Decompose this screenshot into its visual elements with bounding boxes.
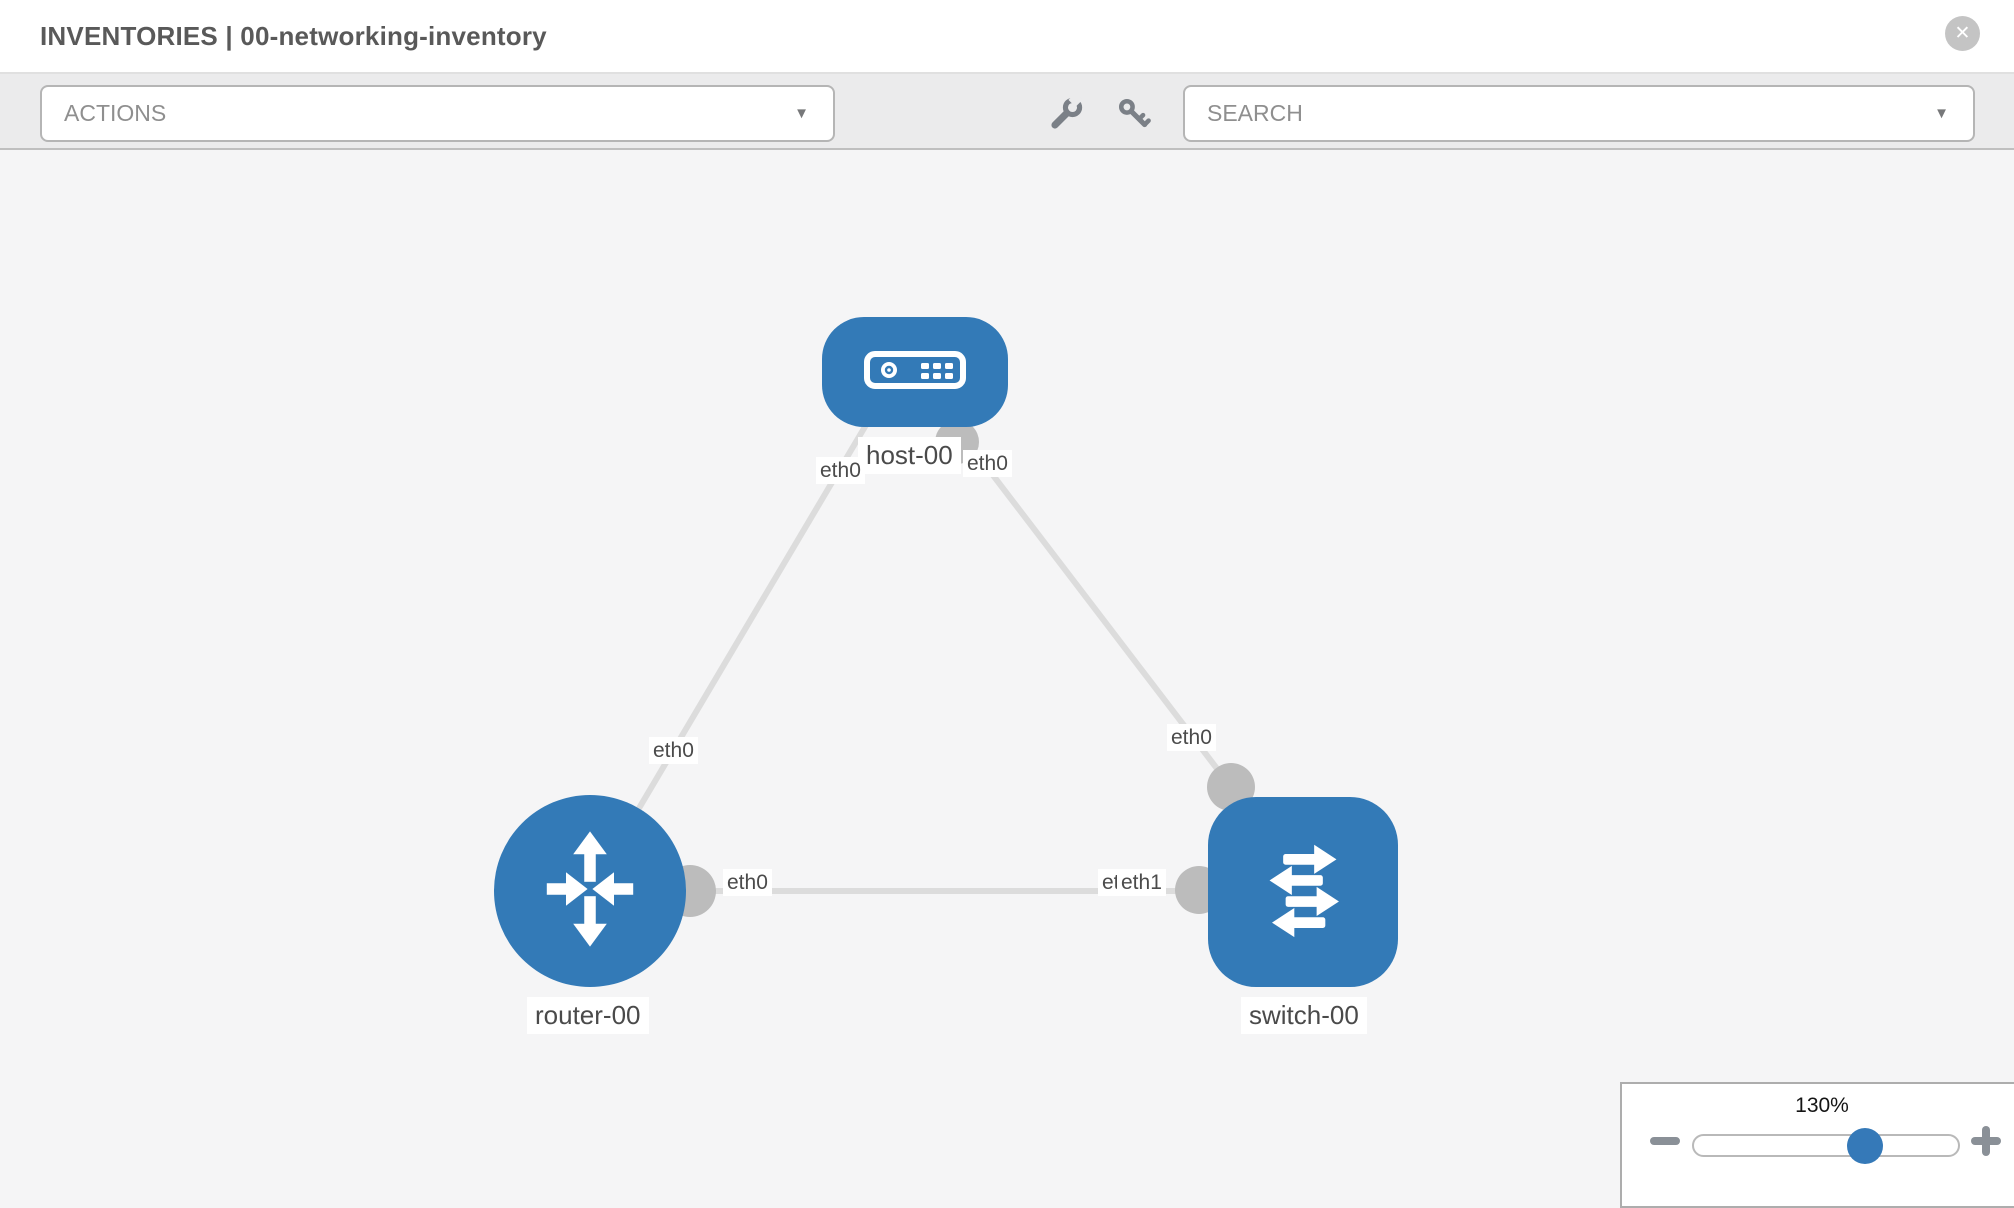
node-host-00[interactable] — [822, 317, 1008, 427]
host-icon — [859, 347, 971, 398]
breadcrumb-header: INVENTORIES | 00-networking-inventory ✕ — [0, 0, 2014, 74]
iface-label-switch-eth0-top: eth0 — [1167, 724, 1216, 751]
switch-icon — [1241, 828, 1365, 957]
zoom-in-plus-icon[interactable] — [1971, 1126, 2001, 1156]
node-label-router: router-00 — [527, 997, 649, 1034]
iface-label-host-eth0-right: eth0 — [963, 450, 1012, 477]
wrench-icon[interactable] — [1049, 92, 1083, 131]
iface-label-switch-eth1: eth1 — [1117, 869, 1166, 896]
zoom-out-minus-icon[interactable] — [1650, 1137, 1680, 1145]
zoom-slider-track[interactable] — [1692, 1134, 1960, 1157]
search-placeholder: SEARCH — [1207, 100, 1303, 126]
node-switch-00[interactable] — [1208, 797, 1398, 987]
key-icon[interactable] — [1117, 97, 1151, 131]
search-input[interactable]: SEARCH ▼ — [1183, 85, 1975, 142]
zoom-control-panel: 130% — [1620, 1082, 2014, 1208]
node-router-00[interactable] — [494, 795, 686, 987]
actions-dropdown-label: ACTIONS — [64, 100, 167, 126]
chevron-down-icon: ▼ — [1934, 105, 1949, 122]
zoom-slider-thumb[interactable] — [1847, 1128, 1883, 1164]
toolbar: ACTIONS ▼ SEARCH ▼ — [0, 74, 2014, 150]
page-title: INVENTORIES | 00-networking-inventory — [40, 21, 547, 51]
iface-label-router-eth0-link: eth0 — [723, 869, 772, 896]
node-label-host: host-00 — [858, 437, 961, 474]
router-icon — [530, 829, 650, 954]
close-icon[interactable]: ✕ — [1945, 16, 1980, 51]
actions-dropdown[interactable]: ACTIONS ▼ — [40, 85, 835, 142]
chevron-down-icon: ▼ — [794, 105, 809, 122]
node-label-switch: switch-00 — [1241, 997, 1367, 1034]
iface-label-host-eth0-left: eth0 — [816, 457, 865, 484]
zoom-level-value: 130% — [1795, 1094, 1849, 1117]
iface-label-router-eth0-up: eth0 — [649, 737, 698, 764]
